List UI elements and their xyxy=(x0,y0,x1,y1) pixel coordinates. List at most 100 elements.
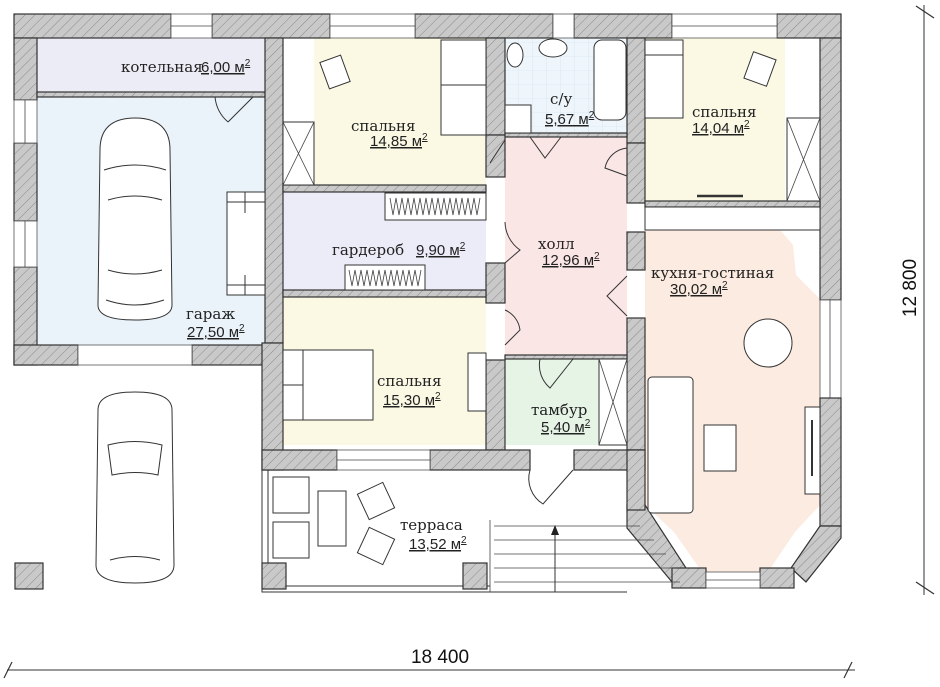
wall-bath-bottom xyxy=(504,132,628,138)
window-right-1 xyxy=(819,299,842,399)
terrace-column-2 xyxy=(462,562,488,590)
room-label-vestibule: тамбур xyxy=(531,401,587,419)
dimension-height: 12 800 xyxy=(900,5,935,595)
wall-top-2 xyxy=(211,13,331,39)
wall-hall-right-3 xyxy=(626,317,646,451)
room-hall-fill xyxy=(505,137,627,355)
room-boiler-fill xyxy=(37,38,265,92)
wall-bedroom2-bottom xyxy=(644,200,821,208)
room-area-wardrobe: 9,90 м2 xyxy=(416,241,466,259)
wall-bay-bottom-1 xyxy=(671,567,707,589)
wall-bath-right xyxy=(626,37,646,144)
wall-top-3 xyxy=(414,13,554,39)
room-label-wardrobe: гардероб xyxy=(332,241,404,259)
room-area-bedroom2: 14,04 м2 xyxy=(692,119,750,137)
wall-bay-bottom-2 xyxy=(759,567,795,589)
wall-bay-right xyxy=(790,525,842,583)
room-area-bathroom: 5,67 м2 xyxy=(545,110,595,128)
window-top-3 xyxy=(552,13,575,39)
wall-boiler-garage xyxy=(36,91,266,98)
room-label-bedroom3: спальня xyxy=(377,372,442,390)
room-label-boiler: котельная xyxy=(121,58,203,76)
terrace-chair-3 xyxy=(356,481,396,521)
door-hall-wardrobe xyxy=(504,221,521,264)
wall-hall-right-2 xyxy=(626,231,646,271)
wall-hall-right-1 xyxy=(626,142,646,204)
door-vestibule xyxy=(538,358,574,389)
wall-south-1 xyxy=(261,449,338,471)
wall-south-2 xyxy=(429,449,531,471)
door-hall-kitchen xyxy=(606,275,628,317)
bedroom1-bed xyxy=(440,39,487,136)
wall-bedroom1-bottom xyxy=(282,184,487,193)
room-area-kitchen: 30,02 м2 xyxy=(670,280,728,298)
entrance-steps-icon xyxy=(489,520,680,592)
car-garage-icon xyxy=(97,117,173,321)
wall-top-5 xyxy=(776,13,842,39)
wall-garage-bottom-1 xyxy=(13,344,79,366)
dimension-width: 18 400 xyxy=(3,647,855,679)
room-area-vestibule: 5,40 м2 xyxy=(541,418,591,436)
wall-bath-left xyxy=(485,37,506,136)
room-labels: котельная 6,00 м2 гараж 27,50 м2 спальня… xyxy=(121,58,774,553)
washer-icon xyxy=(504,104,532,134)
bedroom1-desk xyxy=(319,54,351,90)
sofa-icon xyxy=(647,376,694,514)
door-hall-bath xyxy=(529,136,562,159)
window-left-2 xyxy=(13,220,38,268)
car-outdoor-icon xyxy=(95,391,175,584)
bedroom2-desk xyxy=(743,51,777,87)
wall-right-1 xyxy=(819,37,842,301)
room-area-hall: 12,96 м2 xyxy=(542,251,600,269)
window-lines xyxy=(24,25,831,581)
room-area-garage: 27,50 м2 xyxy=(187,323,245,341)
garage-steps-icon xyxy=(226,191,266,296)
room-label-bedroom1: спальня xyxy=(351,117,416,135)
room-label-hall: холл xyxy=(538,235,575,253)
wall-right-2 xyxy=(819,397,842,527)
room-label-garage: гараж xyxy=(186,305,235,323)
room-label-kitchen: кухня-гостиная xyxy=(651,264,774,282)
terrace-table xyxy=(317,490,347,547)
bedroom3-tv xyxy=(467,352,487,412)
wall-left-1 xyxy=(13,37,38,101)
terrace-chair-4 xyxy=(356,526,396,566)
wall-garage-right xyxy=(264,37,284,344)
walls xyxy=(13,13,842,589)
wall-hall-bottom xyxy=(504,354,628,360)
room-label-bathroom: с/у xyxy=(550,90,572,108)
wall-left-2 xyxy=(13,142,38,222)
dimension-width-label: 18 400 xyxy=(411,647,469,668)
door-entrance xyxy=(528,469,574,505)
dining-table-icon xyxy=(743,318,793,368)
terrace-column-1 xyxy=(261,562,287,590)
wall-wardrobe-bottom xyxy=(282,289,487,298)
toilet-icon xyxy=(506,42,524,68)
terrace-chair-2 xyxy=(272,521,310,559)
garage-column xyxy=(14,562,44,590)
wall-top-1 xyxy=(13,13,172,39)
door-hall-bedroom3 xyxy=(504,309,521,346)
room-area-bedroom3: 15,30 м2 xyxy=(383,391,441,409)
garage-gate xyxy=(77,344,193,366)
terrace-chair-1 xyxy=(272,476,310,514)
wall-kitchen-left xyxy=(626,449,646,511)
bedroom2-bed xyxy=(644,39,684,119)
room-area-terrace: 13,52 м2 xyxy=(409,535,467,553)
door-hall-bedroom1 xyxy=(489,139,506,164)
door-hall-bedroom2 xyxy=(604,147,628,177)
wall-hall-left-3 xyxy=(485,359,506,451)
coffee-table-icon xyxy=(703,424,737,472)
wall-garage-bottom-2 xyxy=(191,344,266,366)
sink-icon xyxy=(538,38,568,58)
wardrobe-racks-icon xyxy=(344,192,487,291)
wall-hall-left-1 xyxy=(485,134,506,178)
window-left-1 xyxy=(13,99,38,144)
dimension-height-label: 12 800 xyxy=(900,259,921,317)
room-area-boiler: 6,00 м2 xyxy=(201,58,251,76)
room-label-terrace: терраса xyxy=(400,516,463,534)
room-area-bedroom1: 14,85 м2 xyxy=(370,132,428,150)
door-boiler xyxy=(214,96,254,123)
furniture xyxy=(14,38,821,593)
